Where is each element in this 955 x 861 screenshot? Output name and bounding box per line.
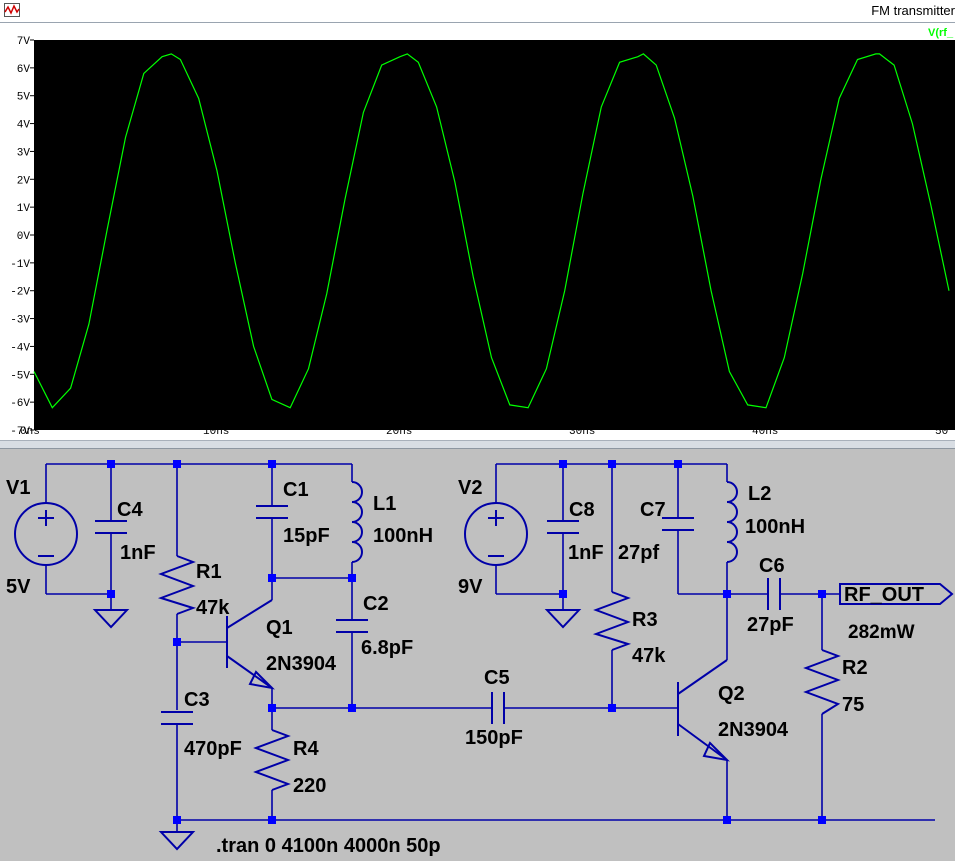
v2-label: V2 (458, 477, 482, 499)
y-tick-label: -3V (10, 315, 30, 327)
c4-label: C4 (117, 499, 143, 521)
r3-label: R3 (632, 609, 658, 631)
r1-value: 47k (196, 597, 230, 619)
r2-value: 75 (842, 694, 864, 716)
y-tick-label: -2V (10, 287, 30, 299)
c8-value: 1nF (568, 542, 604, 564)
y-tick-label: -6V (10, 398, 30, 410)
x-tick-label: 10ns (203, 426, 229, 438)
q1-label: Q1 (266, 617, 293, 639)
c5-label: C5 (484, 667, 510, 689)
c6-value: 27pF (747, 614, 794, 636)
v2-value: 9V (458, 576, 483, 598)
l2-value: 100nH (745, 516, 805, 538)
pane-splitter[interactable] (0, 440, 955, 449)
c6-label: C6 (759, 555, 785, 577)
voltage-source-v2[interactable] (464, 502, 528, 566)
r1-label: R1 (196, 561, 222, 583)
resistor-r3[interactable] (592, 591, 632, 651)
r4-value: 220 (293, 775, 326, 797)
schematic-pane[interactable]: V1 5V C4 1nF R1 47k C1 15pF L1 100nH C2 … (0, 449, 955, 861)
y-tick-label: 6V (17, 64, 31, 76)
right-stage-wires (495, 463, 840, 820)
c2-value: 6.8pF (361, 637, 413, 659)
window-title: FM transmitter (871, 3, 955, 18)
c5-value: 150pF (465, 727, 523, 749)
schematic-canvas[interactable]: V1 5V C4 1nF R1 47k C1 15pF L1 100nH C2 … (0, 449, 955, 861)
c3-value: 470pF (184, 738, 242, 760)
x-tick-label: 30ns (569, 426, 595, 438)
l1-value: 100nH (373, 525, 433, 547)
capacitor-c4[interactable] (95, 520, 127, 534)
l1-label: L1 (373, 493, 396, 515)
l2-label: L2 (748, 483, 771, 505)
transistor-q1[interactable] (226, 599, 275, 690)
c3-label: C3 (184, 689, 210, 711)
q2-label: Q2 (718, 683, 745, 705)
capacitor-c2[interactable] (336, 619, 368, 633)
y-tick-label: 1V (17, 203, 31, 215)
power-readout: 282mW (848, 622, 915, 643)
y-tick-label: 5V (17, 92, 31, 104)
capacitor-c7[interactable] (662, 517, 694, 531)
waveform-plot-pane[interactable]: V(rf_ 7V 6V 5V 4V 3V 2V 1V 0V -1V -2V -3V -4V -5V -6V… (0, 23, 955, 440)
plot-area (34, 40, 955, 430)
c4-value: 1nF (120, 542, 156, 564)
c1-value: 15pF (283, 525, 330, 547)
c7-value: 27pf (618, 542, 659, 564)
q1-value: 2N3904 (266, 653, 337, 675)
trace-line (33, 53, 950, 409)
r3-value: 47k (632, 645, 666, 667)
y-tick-label: -5V (10, 370, 30, 382)
y-tick-label: -4V (10, 342, 30, 354)
resistor-r1[interactable] (157, 555, 197, 615)
trace-label[interactable]: V(rf_ (928, 27, 954, 39)
c8-label: C8 (569, 499, 595, 521)
y-tick-label: 2V (17, 175, 31, 187)
x-tick-label: 20ns (386, 426, 412, 438)
waveform-app-icon (4, 3, 20, 17)
v1-label: V1 (6, 477, 30, 499)
tran-directive[interactable]: .tran 0 4100n 4000n 50p (216, 835, 441, 857)
y-tick-label: 7V (17, 36, 31, 48)
y-axis: 7V 6V 5V 4V 3V 2V 1V 0V -1V -2V -3V -4V -5V -6V -7V (10, 36, 34, 438)
resistor-r2[interactable] (803, 649, 841, 715)
y-tick-label: -7V (10, 426, 30, 438)
y-tick-label: 0V (17, 231, 31, 243)
y-tick-label: 3V (17, 147, 31, 159)
junction-dots (107, 460, 826, 824)
x-axis: 0ns 10ns 20ns 30ns 40ns 50 (20, 426, 948, 438)
capacitor-c8[interactable] (547, 520, 579, 534)
capacitor-c6[interactable] (767, 578, 781, 610)
c2-label: C2 (363, 593, 389, 615)
ground-symbol (158, 831, 196, 851)
rf-out-port[interactable] (839, 583, 954, 605)
q2-value: 2N3904 (718, 719, 789, 741)
v1-value: 5V (6, 576, 31, 598)
y-tick-label: -1V (10, 259, 30, 271)
capacitor-c5[interactable] (491, 692, 505, 724)
inductor-l2[interactable] (726, 481, 738, 563)
ground-symbol (544, 609, 582, 629)
x-tick-label: 0ns (20, 426, 40, 438)
inductor-l1[interactable] (351, 481, 363, 563)
ground-symbol (92, 609, 130, 629)
y-tick-label: 4V (17, 120, 31, 132)
rf-out-label: RF_OUT (844, 584, 924, 606)
r4-label: R4 (293, 738, 319, 760)
capacitor-c3[interactable] (161, 711, 193, 725)
x-tick-label: 40ns (752, 426, 778, 438)
r2-label: R2 (842, 657, 868, 679)
c1-label: C1 (283, 479, 309, 501)
waveform-plot[interactable]: V(rf_ 7V 6V 5V 4V 3V 2V 1V 0V -1V -2V -3V -4V -5V -6V… (0, 23, 955, 440)
c7-label: C7 (640, 499, 666, 521)
voltage-source-v1[interactable] (14, 502, 78, 566)
title-bar: FM transmitter (0, 0, 955, 23)
capacitor-c1[interactable] (256, 505, 288, 519)
transistor-q2[interactable] (677, 659, 730, 762)
resistor-r4[interactable] (253, 729, 291, 791)
x-tick-label: 50 (935, 426, 948, 438)
